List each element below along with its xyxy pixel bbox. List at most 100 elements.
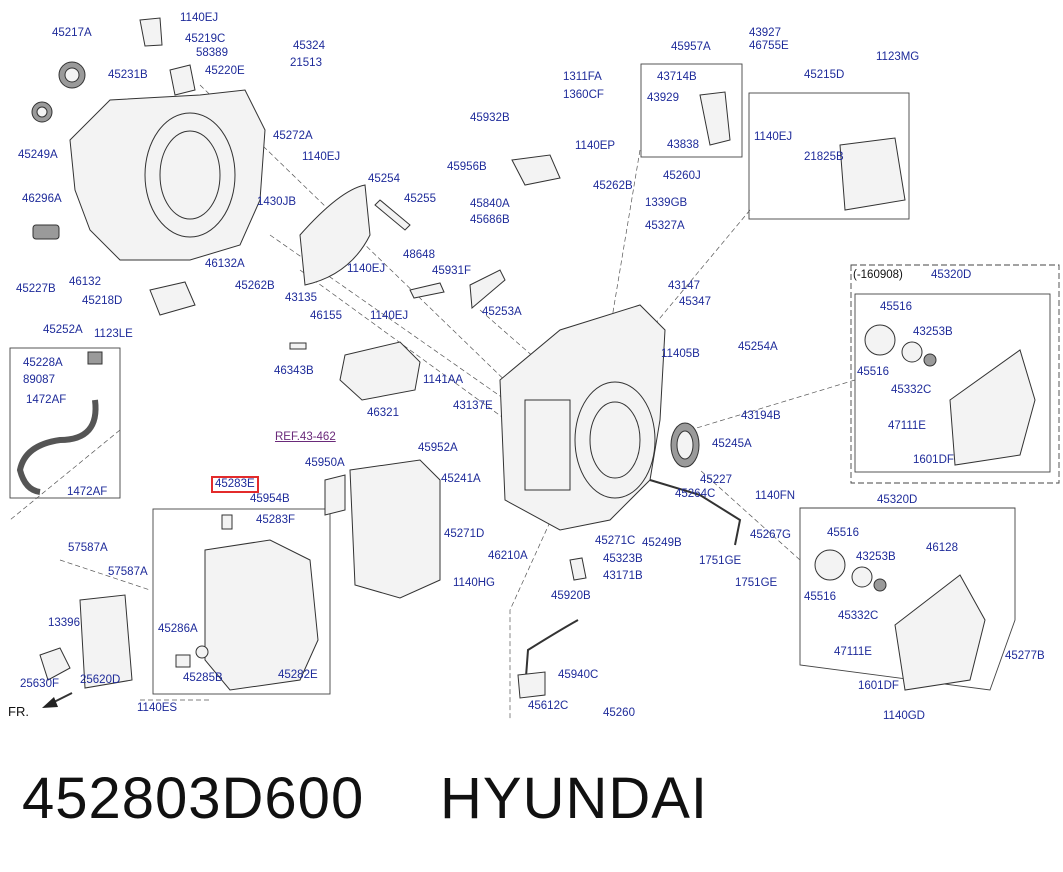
part-label[interactable]: 46321 (367, 407, 399, 419)
part-label[interactable]: 57587A (68, 542, 108, 554)
part-label[interactable]: 45332C (891, 384, 932, 396)
part-label[interactable]: 1751GE (735, 577, 778, 589)
part-label[interactable]: 1140EJ (180, 12, 219, 24)
part-label[interactable]: 45231B (108, 69, 148, 81)
part-label[interactable]: 45262B (235, 280, 275, 292)
part-label[interactable]: 45267G (750, 529, 791, 541)
part-label[interactable]: 45286A (158, 623, 198, 635)
part-label[interactable]: 43838 (667, 139, 699, 151)
part-label[interactable]: 1140EJ (370, 310, 409, 322)
part-label[interactable]: 45220E (205, 65, 245, 77)
part-label[interactable]: 1140EP (575, 140, 616, 152)
part-label[interactable]: 45271D (444, 528, 485, 540)
part-label[interactable]: 45254A (738, 341, 778, 353)
part-label[interactable]: 45320D (877, 494, 918, 506)
part-label[interactable]: 1140EJ (754, 131, 793, 143)
part-label[interactable]: 45283F (256, 514, 296, 526)
part-label[interactable]: 46128 (926, 542, 958, 554)
part-label[interactable]: 45516 (827, 527, 859, 539)
part-label[interactable]: 1601DF (858, 680, 899, 692)
part-label[interactable]: 43194B (741, 410, 781, 422)
part-label[interactable]: 45323B (603, 553, 643, 565)
part-label[interactable]: 43927 (749, 27, 781, 39)
part-label[interactable]: 1472AF (26, 394, 67, 406)
part-label[interactable]: 45327A (645, 220, 685, 232)
part-label[interactable]: 45215D (804, 69, 845, 81)
part-label[interactable]: 45612C (528, 700, 569, 712)
part-label[interactable]: 45264C (675, 488, 716, 500)
part-label[interactable]: 45227B (16, 283, 56, 295)
part-label[interactable]: 45320D (931, 269, 972, 281)
part-label[interactable]: 43714B (657, 71, 697, 83)
part-label[interactable]: 45277B (1005, 650, 1045, 662)
part-label[interactable]: 1140GD (883, 710, 925, 722)
part-label[interactable]: 46343B (274, 365, 314, 377)
part-label[interactable]: 45952A (418, 442, 458, 454)
part-label[interactable]: 45285B (183, 672, 223, 684)
part-label[interactable]: 45954B (250, 493, 290, 505)
part-label[interactable]: 43253B (856, 551, 896, 563)
part-label[interactable]: 46132A (205, 258, 245, 270)
part-label[interactable]: 45931F (432, 265, 472, 277)
part-label[interactable]: 45260 (603, 707, 635, 719)
part-label[interactable]: 1140EJ (302, 151, 341, 163)
part-label[interactable]: 11405B (661, 348, 700, 360)
part-label[interactable]: 46155 (310, 310, 342, 322)
part-label[interactable]: 1339GB (645, 197, 688, 209)
part-label[interactable]: 1123LE (94, 328, 133, 340)
part-label[interactable]: 45241A (441, 473, 481, 485)
highlighted-part-label[interactable]: 45283E (211, 476, 259, 493)
part-label[interactable]: 1140HG (453, 577, 495, 589)
part-label[interactable]: 45840A (470, 198, 510, 210)
part-label[interactable]: 45218D (82, 295, 123, 307)
part-label[interactable]: 47111E (888, 420, 926, 432)
part-label[interactable]: 45516 (857, 366, 889, 378)
part-label[interactable]: 43135 (285, 292, 317, 304)
part-label[interactable]: 43137E (453, 400, 493, 412)
part-label[interactable]: 45516 (880, 301, 912, 313)
part-label[interactable]: 46132 (69, 276, 101, 288)
part-label[interactable]: 45686B (470, 214, 510, 226)
part-label[interactable]: 46296A (22, 193, 62, 205)
part-label[interactable]: 46210A (488, 550, 528, 562)
part-label[interactable]: 45253A (482, 306, 522, 318)
part-label[interactable]: 45271C (595, 535, 636, 547)
part-label[interactable]: 43171B (603, 570, 643, 582)
part-label[interactable]: 1751GE (699, 555, 742, 567)
part-label[interactable]: 45249B (642, 537, 682, 549)
part-label[interactable]: 1140FN (755, 490, 796, 502)
part-label[interactable]: 89087 (23, 374, 55, 386)
part-label[interactable]: 1360CF (563, 89, 604, 101)
part-label[interactable]: 45920B (551, 590, 591, 602)
part-label[interactable]: 45347 (679, 296, 711, 308)
part-label[interactable]: 45332C (838, 610, 879, 622)
part-label[interactable]: 45228A (23, 357, 63, 369)
reference-link[interactable]: REF.43-462 (275, 431, 336, 443)
part-label[interactable]: 21825B (804, 151, 844, 163)
part-label[interactable]: 25630F (20, 678, 60, 690)
part-label[interactable]: 45252A (43, 324, 83, 336)
part-label[interactable]: 1601DF (913, 454, 954, 466)
part-label[interactable]: 57587A (108, 566, 148, 578)
part-label[interactable]: 1430JB (257, 196, 297, 208)
part-label[interactable]: 45956B (447, 161, 487, 173)
part-label[interactable]: 45950A (305, 457, 345, 469)
part-label[interactable]: 1472AF (67, 486, 108, 498)
part-label[interactable]: 21513 (290, 57, 322, 69)
part-label[interactable]: 45245A (712, 438, 752, 450)
part-label[interactable]: 1140EJ (347, 263, 386, 275)
part-label[interactable]: 45227 (700, 474, 732, 486)
part-label[interactable]: 47111E (834, 646, 872, 658)
part-label[interactable]: 48648 (403, 249, 435, 261)
part-label[interactable]: 45249A (18, 149, 58, 161)
part-label[interactable]: 45516 (804, 591, 836, 603)
part-label[interactable]: 1140ES (137, 702, 178, 714)
part-label[interactable]: 45282E (278, 669, 318, 681)
part-label[interactable]: 45262B (593, 180, 633, 192)
part-label[interactable]: 45324 (293, 40, 325, 52)
part-label[interactable]: 46755E (749, 40, 789, 52)
part-label[interactable]: 45272A (273, 130, 313, 142)
part-label[interactable]: 45254 (368, 173, 400, 185)
part-label[interactable]: 45940C (558, 669, 599, 681)
part-label[interactable]: 1311FA (563, 71, 602, 83)
